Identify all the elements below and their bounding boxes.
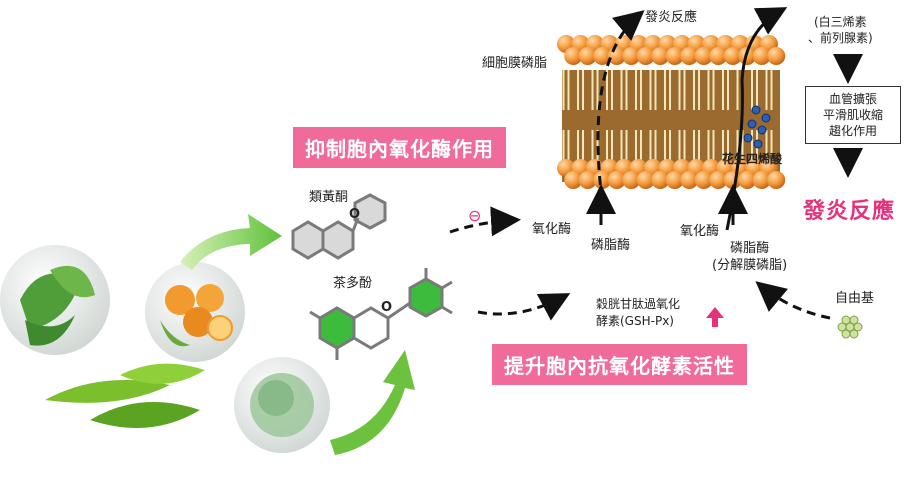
lipid-head [665, 47, 684, 65]
lipid-head [752, 171, 771, 189]
lipid-head [680, 171, 699, 189]
flavone-structure [291, 193, 387, 260]
increase-arrow [706, 307, 724, 327]
orange-image [145, 262, 245, 362]
lipid-head [694, 171, 713, 189]
green-arrow-to-flavone [180, 214, 282, 270]
lipid-head [680, 47, 699, 65]
lipid-head [651, 171, 670, 189]
oxidase-left-label: 氧化酶 [532, 222, 572, 237]
free-radical-label: 自由基 [835, 291, 875, 306]
lipid-head [636, 47, 655, 65]
promote-banner: 提升胞內抗氧化酵素活性 [492, 344, 747, 385]
oxidase-right-label: 氧化酶 [680, 224, 720, 239]
inflammation-final-label: 發炎反應 [803, 199, 896, 224]
phospholipase-left-label: 磷脂酶 [591, 238, 631, 253]
arachidonic-acid-dots [743, 105, 771, 149]
dashed-arrow-polyphenol-to-gsh [477, 293, 571, 321]
lipid-head [578, 47, 597, 65]
lipid-head [752, 47, 771, 65]
lipid-head [622, 171, 641, 189]
phospholipase-right-label: 磷脂酶 (分解膜磷脂) [712, 241, 788, 273]
inhibit-banner: 抑制胞內氧化酶作用 [293, 127, 506, 168]
lipid-head [651, 47, 670, 65]
dashed-arrow-flavone-to-oxidase [449, 206, 521, 237]
lipid-heads [557, 35, 786, 189]
inhibit-symbol: ⊖ [468, 206, 482, 225]
lipid-head [767, 171, 786, 189]
lipid-head [564, 47, 583, 65]
arachidonic-acid-label: 花生四烯酸 [722, 152, 783, 166]
lipid-head [723, 47, 742, 65]
free-radical-molecule [837, 315, 863, 339]
dashed-arrow-inflammation-top [596, 10, 645, 201]
tea-powder-image [234, 357, 330, 453]
lipid-head [622, 47, 641, 65]
lipid-head [593, 47, 612, 65]
lipid-head [564, 171, 583, 189]
green-arrow-to-polyphenol [330, 350, 415, 455]
polyphenol-label: 茶多酚 [333, 276, 373, 291]
lipid-head [709, 47, 728, 65]
dashed-arrow-free-radical [755, 281, 831, 320]
lipid-head [665, 171, 684, 189]
lipid-head [767, 47, 786, 65]
solid-arrow-oxidase-right [725, 7, 788, 231]
gsh-label: 穀胱甘肽過氧化 酵素(GSH-Px) [596, 297, 681, 328]
hormones-label: (白三烯素 、前列腺素) [808, 15, 873, 45]
lipid-head [636, 171, 655, 189]
effects-box: 血管擴張 平滑肌收縮 趨化作用 [805, 86, 901, 144]
flavone-label: 類黃酮 [309, 190, 349, 205]
membrane-label: 細胞膜磷脂 [482, 56, 548, 71]
inflammation-top-label: 發炎反應 [645, 10, 698, 25]
flavone-oxygen-atom: O [349, 207, 361, 222]
polyphenol-oxygen-atom: O [381, 300, 393, 315]
lipid-head [694, 47, 713, 65]
tea-leaves-image [0, 245, 205, 428]
